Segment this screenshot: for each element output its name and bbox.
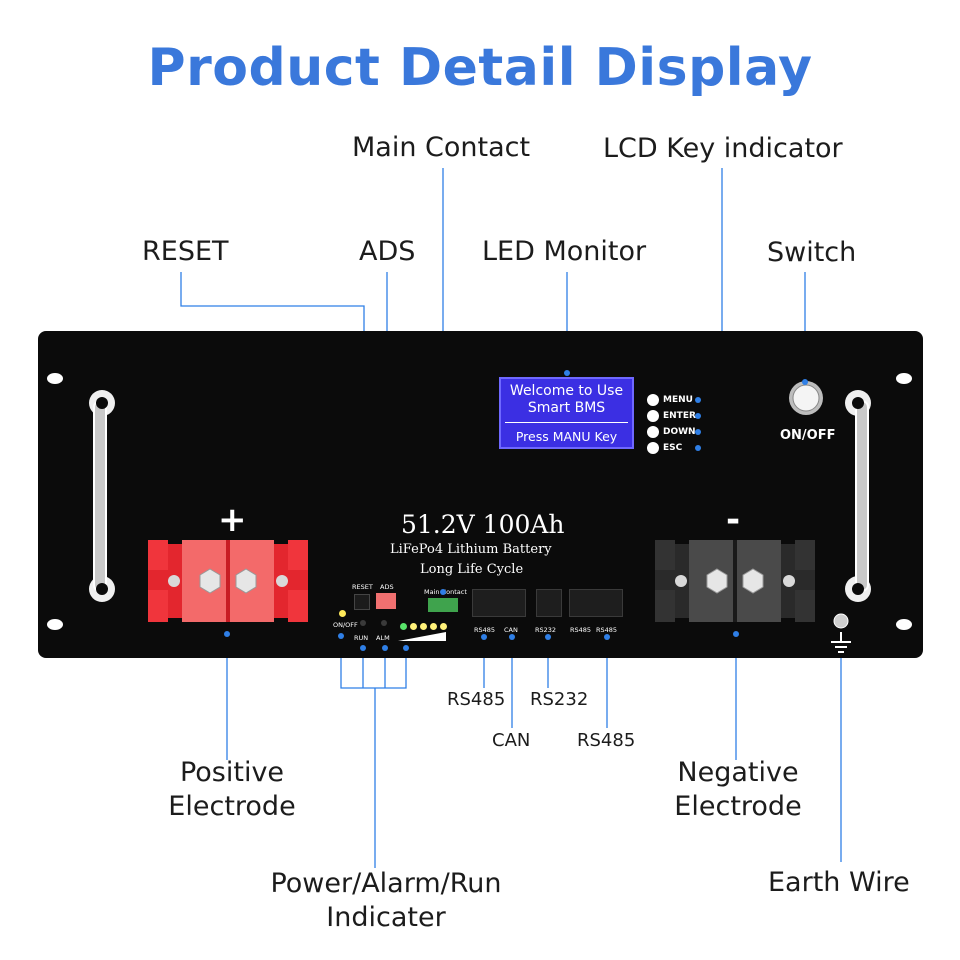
right-handle[interactable] xyxy=(838,385,888,607)
port-label: RS485 xyxy=(596,626,618,634)
power-switch[interactable] xyxy=(788,380,824,416)
callout-negative-electrode: Negative Electrode xyxy=(638,756,838,824)
marker-dot xyxy=(695,397,701,403)
down-key-label: DOWN xyxy=(663,427,696,437)
left-handle[interactable] xyxy=(80,385,130,607)
run-small-label: RUN xyxy=(354,634,369,642)
alm-small-label: ALM xyxy=(376,634,390,642)
lcd-monitor: Welcome to Use Smart BMS Press MANU Key xyxy=(499,377,634,449)
callout-ads: ADS xyxy=(359,236,416,267)
marker-dot xyxy=(224,631,230,637)
main-contact-connector[interactable] xyxy=(428,598,458,612)
soc-led-icon xyxy=(410,623,417,630)
marker-dot xyxy=(403,645,409,651)
marker-dot xyxy=(802,379,808,385)
port-label: RS485 xyxy=(474,626,496,634)
callout-positive-electrode: Positive Electrode xyxy=(132,756,332,824)
marker-dot xyxy=(604,634,610,640)
indicator-line2: Indicater xyxy=(326,902,446,933)
enter-key-label: ENTER xyxy=(663,411,696,421)
lcd-line-1: Welcome to Use xyxy=(509,383,624,399)
marker-dot xyxy=(382,645,388,651)
rs232-port[interactable] xyxy=(536,589,562,617)
marker-dot xyxy=(695,429,701,435)
spec-text: 51.2V 100Ah xyxy=(401,510,565,539)
rack-hole xyxy=(896,373,912,384)
negative-terminal[interactable] xyxy=(655,540,815,622)
switch-label: ON/OFF xyxy=(780,428,836,443)
negative-line2: Electrode xyxy=(674,791,802,822)
callout-reset: RESET xyxy=(142,236,229,267)
lcd-divider xyxy=(505,422,628,423)
enter-key-button[interactable] xyxy=(647,410,659,422)
minus-sign: - xyxy=(726,500,741,540)
soc-led-icon xyxy=(400,623,407,630)
indicator-line1: Power/Alarm/Run xyxy=(270,868,502,899)
callout-can: CAN xyxy=(492,730,531,751)
marker-dot xyxy=(564,370,570,376)
leader-indicators xyxy=(340,636,407,689)
marker-dot xyxy=(338,633,344,639)
chem-text: LiFePo4 Lithium Battery xyxy=(390,542,552,557)
power-led-icon xyxy=(339,610,346,617)
port-label: CAN xyxy=(504,626,518,634)
page-title: Product Detail Display xyxy=(147,38,813,98)
positive-line2: Electrode xyxy=(168,791,296,822)
ads-small-label: ADS xyxy=(380,583,394,591)
callout-earth-wire: Earth Wire xyxy=(768,867,910,898)
earth-ground-icon[interactable] xyxy=(826,612,856,658)
rs485-port[interactable] xyxy=(569,589,623,617)
marker-dot xyxy=(733,631,739,637)
reset-small-label: RESET xyxy=(352,583,373,591)
positive-terminal[interactable] xyxy=(148,540,308,622)
menu-key-button[interactable] xyxy=(647,394,659,406)
marker-dot xyxy=(695,413,701,419)
esc-key-label: ESC xyxy=(663,443,683,453)
port-label: RS232 xyxy=(535,626,557,634)
marker-dot xyxy=(360,645,366,651)
callout-rs485-a: RS485 xyxy=(447,689,506,710)
plus-sign: + xyxy=(218,500,247,540)
down-key-button[interactable] xyxy=(647,426,659,438)
onoff-small-label: ON/OFF xyxy=(333,621,358,629)
soc-led-icon xyxy=(420,623,427,630)
rack-hole xyxy=(47,619,63,630)
reset-button[interactable] xyxy=(354,594,370,610)
callout-rs485-b: RS485 xyxy=(577,730,636,751)
marker-dot xyxy=(545,634,551,640)
callout-led-monitor: LED Monitor xyxy=(482,236,647,267)
callout-lcd-key-indicator: LCD Key indicator xyxy=(603,133,843,164)
soc-led-icon xyxy=(440,623,447,630)
marker-dot xyxy=(695,445,701,451)
marker-dot xyxy=(509,634,515,640)
rack-hole xyxy=(896,619,912,630)
marker-dot xyxy=(481,634,487,640)
life-text: Long Life Cycle xyxy=(420,562,524,577)
run-led-icon xyxy=(360,620,366,626)
alm-led-icon xyxy=(381,620,387,626)
esc-key-button[interactable] xyxy=(647,442,659,454)
menu-key-label: MENU xyxy=(663,395,693,405)
negative-line1: Negative xyxy=(677,757,799,788)
rack-hole xyxy=(47,373,63,384)
callout-rs232: RS232 xyxy=(530,689,589,710)
rs485-can-port[interactable] xyxy=(472,589,526,617)
positive-line1: Positive xyxy=(179,757,285,788)
soc-led-icon xyxy=(430,623,437,630)
lcd-line-3: Press MANU Key xyxy=(515,429,618,444)
lcd-line-2: Smart BMS xyxy=(527,400,606,416)
callout-indicator: Power/Alarm/Run Indicater xyxy=(236,867,536,935)
callout-switch: Switch xyxy=(767,237,857,268)
port-label: RS485 xyxy=(570,626,592,634)
callout-main-contact: Main Contact xyxy=(352,132,531,163)
marker-dot xyxy=(440,589,446,595)
soc-wedge-icon xyxy=(398,632,446,641)
ads-dip-switch[interactable] xyxy=(376,593,396,609)
